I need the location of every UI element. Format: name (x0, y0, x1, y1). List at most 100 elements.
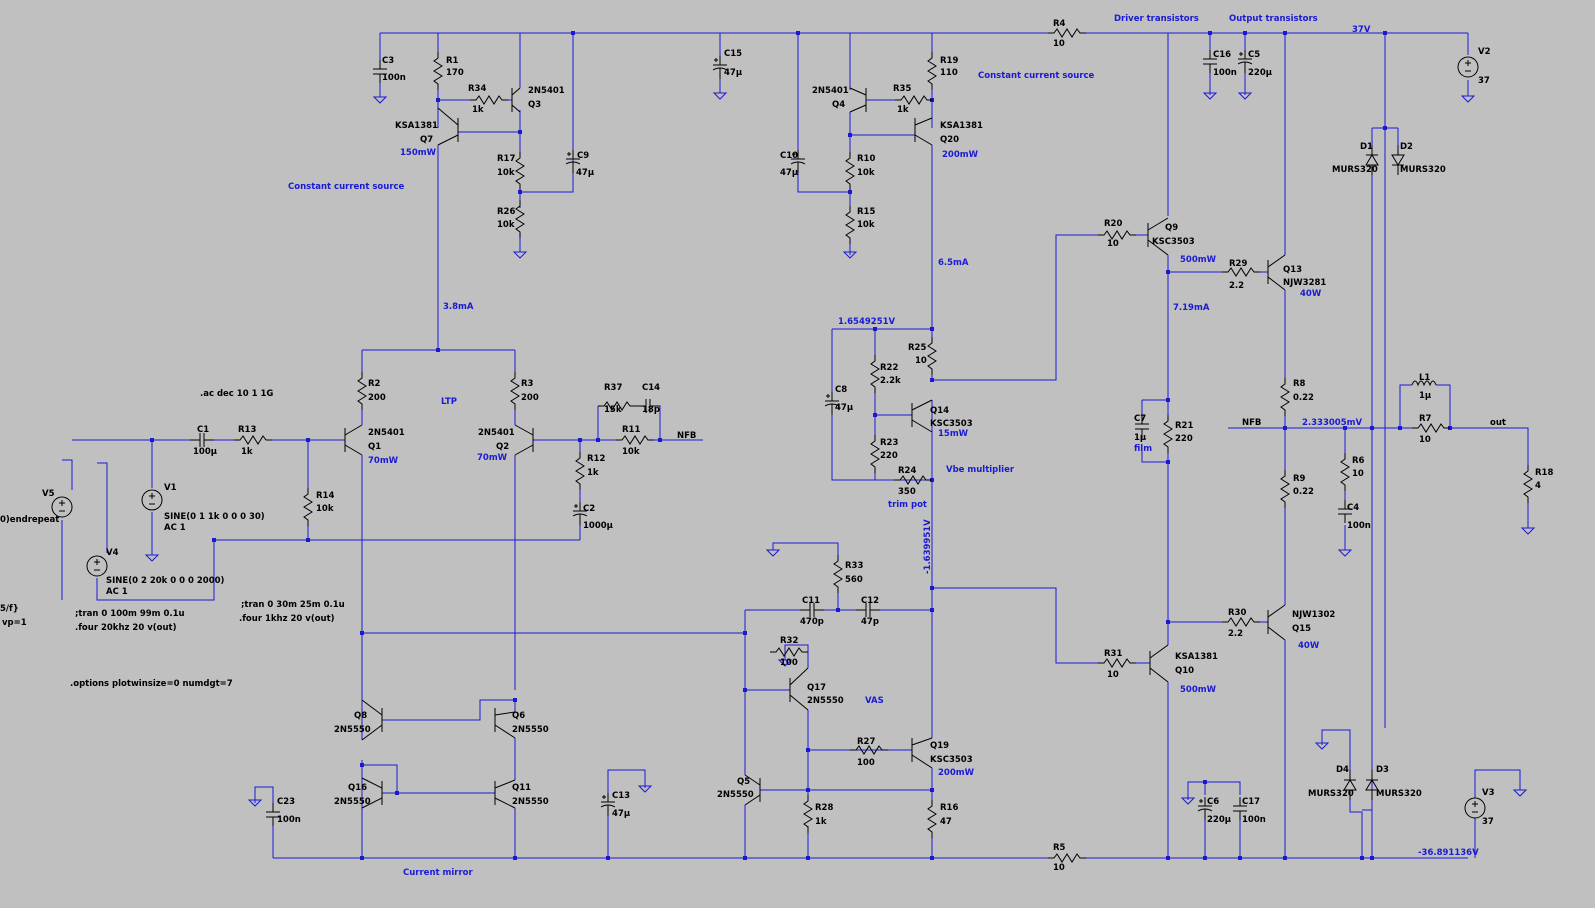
svg-text:Q16: Q16 (348, 783, 367, 793)
svg-text:3.8mA: 3.8mA (443, 302, 474, 312)
svg-text:47µ: 47µ (724, 68, 742, 78)
q7-symbol (437, 107, 459, 146)
svg-text:10k: 10k (497, 220, 515, 230)
svg-text:D2: D2 (1400, 142, 1413, 152)
svg-text:C12: C12 (861, 596, 879, 606)
svg-text:1.6549251V: 1.6549251V (838, 317, 896, 327)
svg-text:2.2: 2.2 (1228, 629, 1243, 639)
r10-symbol (845, 151, 855, 191)
svg-text:10: 10 (1352, 469, 1364, 479)
svg-text:R1: R1 (446, 56, 459, 66)
svg-text:1µ: 1µ (1134, 433, 1146, 443)
svg-text:15k: 15k (604, 405, 622, 415)
q13-symbol (1267, 254, 1286, 291)
svg-text:100n: 100n (1347, 521, 1371, 531)
svg-text:Q19: Q19 (930, 741, 949, 751)
svg-text:R2: R2 (368, 379, 381, 389)
svg-text:10k: 10k (622, 447, 640, 457)
svg-text:R26: R26 (497, 207, 515, 217)
svg-text:100: 100 (780, 658, 798, 668)
svg-text:6.5mA: 6.5mA (938, 258, 969, 268)
svg-text:1000µ: 1000µ (583, 521, 613, 531)
r35-symbol (894, 95, 934, 105)
q20-symbol (914, 117, 933, 146)
r17-symbol (515, 151, 525, 191)
svg-text:LTP: LTP (441, 397, 457, 407)
svg-text:C17: C17 (1242, 797, 1260, 807)
svg-text:R15: R15 (857, 207, 875, 217)
svg-text:NJW3281: NJW3281 (1283, 278, 1326, 288)
r8-symbol (1280, 377, 1290, 417)
svg-text:0)endrepeat: 0)endrepeat (0, 515, 59, 525)
svg-text:C5: C5 (1248, 50, 1260, 60)
svg-text:R24: R24 (898, 466, 916, 476)
svg-text:;tran 0 30m 25m 0.1u: ;tran 0 30m 25m 0.1u (241, 600, 345, 610)
svg-text:C23: C23 (277, 797, 295, 807)
svg-text:MURS320: MURS320 (1308, 789, 1354, 799)
svg-text:Q11: Q11 (512, 783, 531, 793)
svg-text:V5: V5 (42, 489, 55, 499)
svg-text:1k: 1k (897, 105, 909, 115)
svg-text:170: 170 (446, 68, 464, 78)
r6-symbol (1340, 452, 1350, 492)
svg-text:Vbe multiplier: Vbe multiplier (946, 465, 1015, 475)
svg-text:R14: R14 (316, 491, 334, 501)
q4-symbol (849, 87, 867, 113)
svg-text:7.19mA: 7.19mA (1173, 303, 1210, 313)
svg-text:2.2k: 2.2k (880, 376, 901, 386)
svg-text:2N5550: 2N5550 (512, 725, 549, 735)
svg-text:R10: R10 (857, 154, 875, 164)
q10-symbol (1149, 644, 1169, 683)
q6-symbol (494, 708, 516, 739)
svg-text:R25: R25 (908, 343, 926, 353)
svg-text:;tran 0 100m 99m 0.1u: ;tran 0 100m 99m 0.1u (75, 609, 185, 619)
svg-text:R30: R30 (1228, 608, 1246, 618)
svg-text:18p: 18p (642, 405, 660, 415)
r18-symbol (1523, 464, 1533, 504)
svg-text:47: 47 (940, 817, 952, 827)
svg-text:R31: R31 (1104, 649, 1122, 659)
svg-text:vp=1: vp=1 (2, 618, 27, 628)
r11-symbol (615, 435, 655, 445)
svg-text:C10: C10 (780, 151, 798, 161)
svg-text:470p: 470p (800, 617, 824, 627)
svg-text:2N5550: 2N5550 (717, 790, 754, 800)
svg-text:C2: C2 (583, 504, 595, 514)
svg-text:Constant current source: Constant current source (978, 71, 1095, 81)
svg-text:.four 20khz 20 v(out): .four 20khz 20 v(out) (75, 623, 177, 633)
svg-text:1k: 1k (815, 817, 827, 827)
r26-symbol (515, 199, 525, 239)
svg-text:10k: 10k (497, 168, 515, 178)
svg-text:Q10: Q10 (1175, 666, 1194, 676)
q2-symbol (514, 424, 534, 456)
svg-text:Q20: Q20 (940, 135, 959, 145)
svg-text:200: 200 (521, 393, 539, 403)
q15-symbol (1267, 604, 1286, 641)
r19-symbol (927, 51, 937, 91)
r20-symbol (1097, 230, 1137, 240)
svg-text:.four 1khz 20 v(out): .four 1khz 20 v(out) (239, 614, 335, 624)
q19-symbol (911, 737, 933, 769)
r9-symbol (1280, 469, 1290, 509)
r21-symbol (1163, 414, 1173, 454)
svg-text:110: 110 (940, 68, 958, 78)
svg-text:2.2: 2.2 (1229, 281, 1244, 291)
svg-text:47µ: 47µ (612, 809, 630, 819)
svg-text:KSC3503: KSC3503 (1152, 237, 1195, 247)
svg-text:220: 220 (1175, 434, 1193, 444)
r23-symbol (870, 434, 880, 474)
svg-text:R34: R34 (468, 84, 486, 94)
component-labels: C3 100n R1 170 R34 1k 2N5401 Q3 KSA1381 … (0, 14, 1553, 878)
r22-symbol (870, 354, 880, 394)
svg-text:NJW1302: NJW1302 (1292, 610, 1335, 620)
svg-text:C7: C7 (1134, 414, 1146, 424)
svg-text:VAS: VAS (865, 696, 884, 706)
svg-text:100µ: 100µ (193, 447, 217, 457)
svg-text:Q15: Q15 (1292, 624, 1311, 634)
svg-text:SINE(0 2 20k 0 0 0 2000): SINE(0 2 20k 0 0 0 2000) (106, 576, 225, 586)
svg-text:R33: R33 (845, 561, 863, 571)
svg-text:2N5550: 2N5550 (334, 725, 371, 735)
svg-text:C8: C8 (835, 385, 847, 395)
svg-text:0.22: 0.22 (1293, 487, 1314, 497)
